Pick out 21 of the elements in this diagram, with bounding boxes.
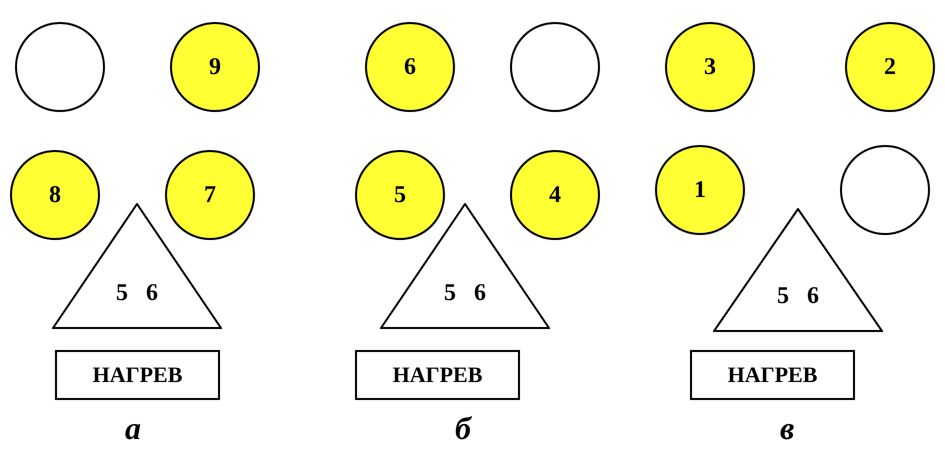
numbered-circle: 8 [10, 150, 100, 240]
numbered-circle: 5 [355, 150, 445, 240]
triangle-label: 5 6 [115, 280, 159, 307]
numbered-circle: 1 [655, 145, 745, 235]
panel-letter: а [125, 410, 141, 447]
numbered-circle: 3 [665, 22, 755, 112]
triangle [380, 203, 550, 329]
label-box: НАГРЕВ [690, 350, 855, 400]
triangle [52, 203, 222, 329]
panel-letter: б [455, 410, 471, 447]
label-box: НАГРЕВ [355, 350, 520, 400]
triangle-label: 5 6 [443, 280, 487, 307]
numbered-circle: 4 [510, 150, 600, 240]
numbered-circle: 7 [165, 150, 255, 240]
triangle-label: 5 6 [776, 283, 820, 310]
label-box: НАГРЕВ [55, 350, 220, 400]
numbered-circle: 6 [365, 22, 455, 112]
panel-letter: в [780, 410, 794, 447]
numbered-circle: 2 [845, 22, 935, 112]
numbered-circle: 9 [170, 22, 260, 112]
triangle [713, 208, 883, 332]
